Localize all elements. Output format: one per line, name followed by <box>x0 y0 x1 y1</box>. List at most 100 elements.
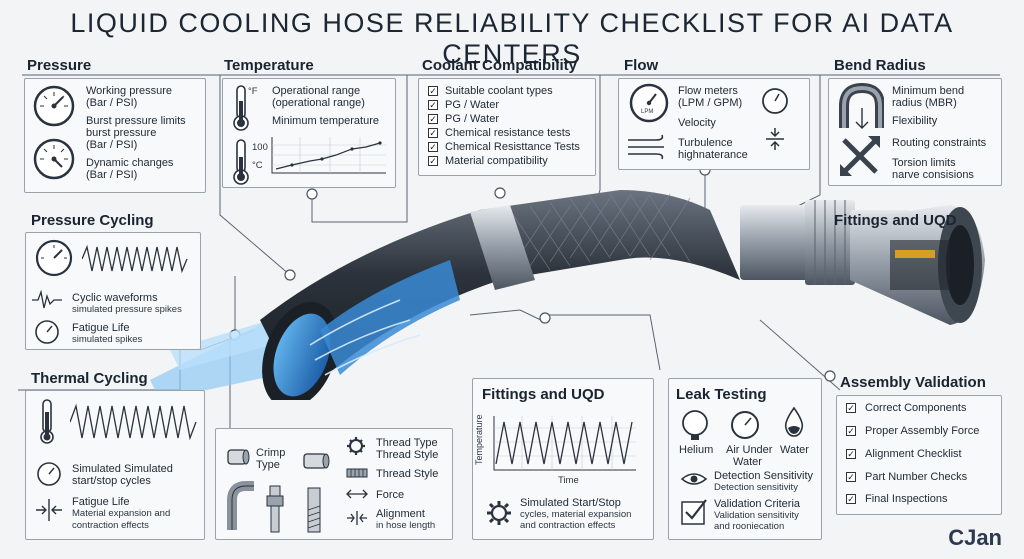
straight-fitting-icon <box>266 485 284 533</box>
temperature-box <box>222 78 396 188</box>
leak-item: and rooniecation <box>714 521 785 532</box>
pressure-cycling-item: Fatigue Life <box>72 322 130 334</box>
assembly-item: Proper Assembly Force <box>865 425 980 437</box>
assembly-item: Final Inspections <box>865 493 948 505</box>
thermometer-icon <box>233 85 249 131</box>
checkbox-icon: ✓ <box>846 494 856 504</box>
crimp-item: Thread Type <box>376 437 438 449</box>
bend-item: narve consisions <box>892 169 974 181</box>
bend-radius-icon <box>839 82 884 129</box>
leak-label: Air Under <box>726 444 773 456</box>
gauge-icon <box>35 239 73 277</box>
page-title: LIQUID COOLING HOSE RELIABILITY CHECKLIS… <box>70 8 954 69</box>
checkbox-icon: ✓ <box>846 449 856 459</box>
thermometer-icon-2 <box>233 139 249 185</box>
validation-check-icon <box>681 499 707 525</box>
routing-arrows-icon <box>840 136 880 176</box>
hose-illustration <box>150 190 985 400</box>
checkbox-icon: ✓ <box>846 403 856 413</box>
pressure-item: (Bar / PSI) <box>86 97 138 109</box>
checkbox-icon: ✓ <box>428 100 438 110</box>
thermal-item: start/stop cycles <box>72 475 151 487</box>
gauge-label: LPM <box>641 109 654 115</box>
thermal-item: Simulated Simulated <box>72 463 173 475</box>
unit-f: °F <box>248 86 258 97</box>
checkbox-icon: ✓ <box>428 86 438 96</box>
coolant-item: Material compatibility <box>445 155 548 167</box>
elbow-fitting-icon <box>227 481 254 530</box>
thermal-cycling-heading: Thermal Cycling <box>31 370 148 387</box>
leak-item: Validation sensitivity <box>714 510 799 521</box>
scale-100: 100 <box>252 142 268 153</box>
checkbox-icon: ✓ <box>846 472 856 482</box>
force-arrows-icon <box>346 489 368 499</box>
temperature-cycle-chart <box>493 416 636 471</box>
pressure-waveform-icon <box>82 244 188 274</box>
compress-icon <box>766 128 784 150</box>
air-gauge-icon <box>731 411 759 439</box>
water-drop-icon <box>784 406 804 437</box>
crimp-item: Crimp <box>256 447 286 459</box>
crimp-item: Thread Style <box>376 468 439 480</box>
pressure-gauge-icon <box>33 85 75 127</box>
temperature-item: (operational range) <box>272 97 365 109</box>
assembly-item: Correct Components <box>865 402 967 414</box>
coolant-item: Chemical Resisttance Tests <box>445 141 580 153</box>
checkbox-icon: ✓ <box>846 426 856 436</box>
fittings-bottom-heading: Fittings and UQD <box>482 386 605 403</box>
leak-heading: Leak Testing <box>676 386 767 403</box>
pressure-cycling-item: simulated spikes <box>72 334 143 345</box>
pressure-gauge-icon-2 <box>33 138 75 180</box>
chart-ylabel: Temperature <box>474 414 484 465</box>
coolant-box <box>418 78 596 176</box>
pressure-heading: Pressure <box>27 57 92 74</box>
crimp-item: Thread Style <box>376 449 439 461</box>
leak-label: Water <box>733 456 762 468</box>
assembly-box <box>836 395 1002 515</box>
thermal-waveform-icon <box>70 403 197 441</box>
pressure-item: (Bar / PSI) <box>86 139 138 151</box>
pressure-cycling-heading: Pressure Cycling <box>31 212 154 229</box>
checkbox-icon: ✓ <box>428 128 438 138</box>
pressure-item: Dynamic changes <box>86 157 174 169</box>
leak-item: Detection Sensitivity <box>714 470 814 482</box>
flow-item: highnaterance <box>678 149 748 161</box>
coolant-item: PG / Water <box>445 99 499 111</box>
crimp-box <box>215 428 453 540</box>
chart-xlabel: Time <box>558 475 579 486</box>
checkbox-icon: ✓ <box>428 142 438 152</box>
turbulence-icon <box>628 134 664 160</box>
bend-box <box>828 78 1002 186</box>
crimp-item: Force <box>376 489 405 501</box>
unit-c: °C <box>252 160 263 171</box>
flow-item: Velocity <box>678 117 716 129</box>
thread-style-icon <box>346 468 368 478</box>
checkbox-icon: ✓ <box>428 114 438 124</box>
assembly-heading: Assembly Validation <box>840 374 986 391</box>
flow-item: (LPM / GPM) <box>678 97 743 109</box>
spike-wave-icon <box>32 290 62 309</box>
checkbox-icon: ✓ <box>428 156 438 166</box>
thermal-item: Fatigue Life <box>72 496 130 508</box>
thread-gear-icon <box>347 437 365 455</box>
fittings-bottom-item: Simulated Start/Stop <box>520 497 621 509</box>
crimp-item: Alignment <box>376 508 425 520</box>
flow-meter-icon <box>629 83 669 123</box>
assembly-item: Alignment Checklist <box>865 448 962 460</box>
pressure-item: burst pressure <box>86 127 157 139</box>
bend-heading: Bend Radius <box>834 57 926 74</box>
leak-item: Validation Criteria <box>714 498 801 510</box>
assembly-item: Part Number Checks <box>865 471 968 483</box>
crimp-ferrule-icon <box>303 453 330 469</box>
small-gauge-icon <box>762 88 788 114</box>
temperature-item: Operational range <box>272 85 361 97</box>
thermal-item: Material expansion and <box>72 508 171 519</box>
bend-item: Flexibility <box>892 115 938 127</box>
flow-item: Turbulence <box>678 137 733 149</box>
settings-gear-icon <box>487 501 511 525</box>
crimp-sleeve-icon <box>227 449 250 465</box>
fittings-bottom-item: cycles, material expansion <box>520 509 632 520</box>
coolant-heading: Coolant Compatibility <box>422 57 577 74</box>
bend-item: Torsion limits <box>892 157 956 169</box>
temperature-trend-graph <box>271 137 386 174</box>
